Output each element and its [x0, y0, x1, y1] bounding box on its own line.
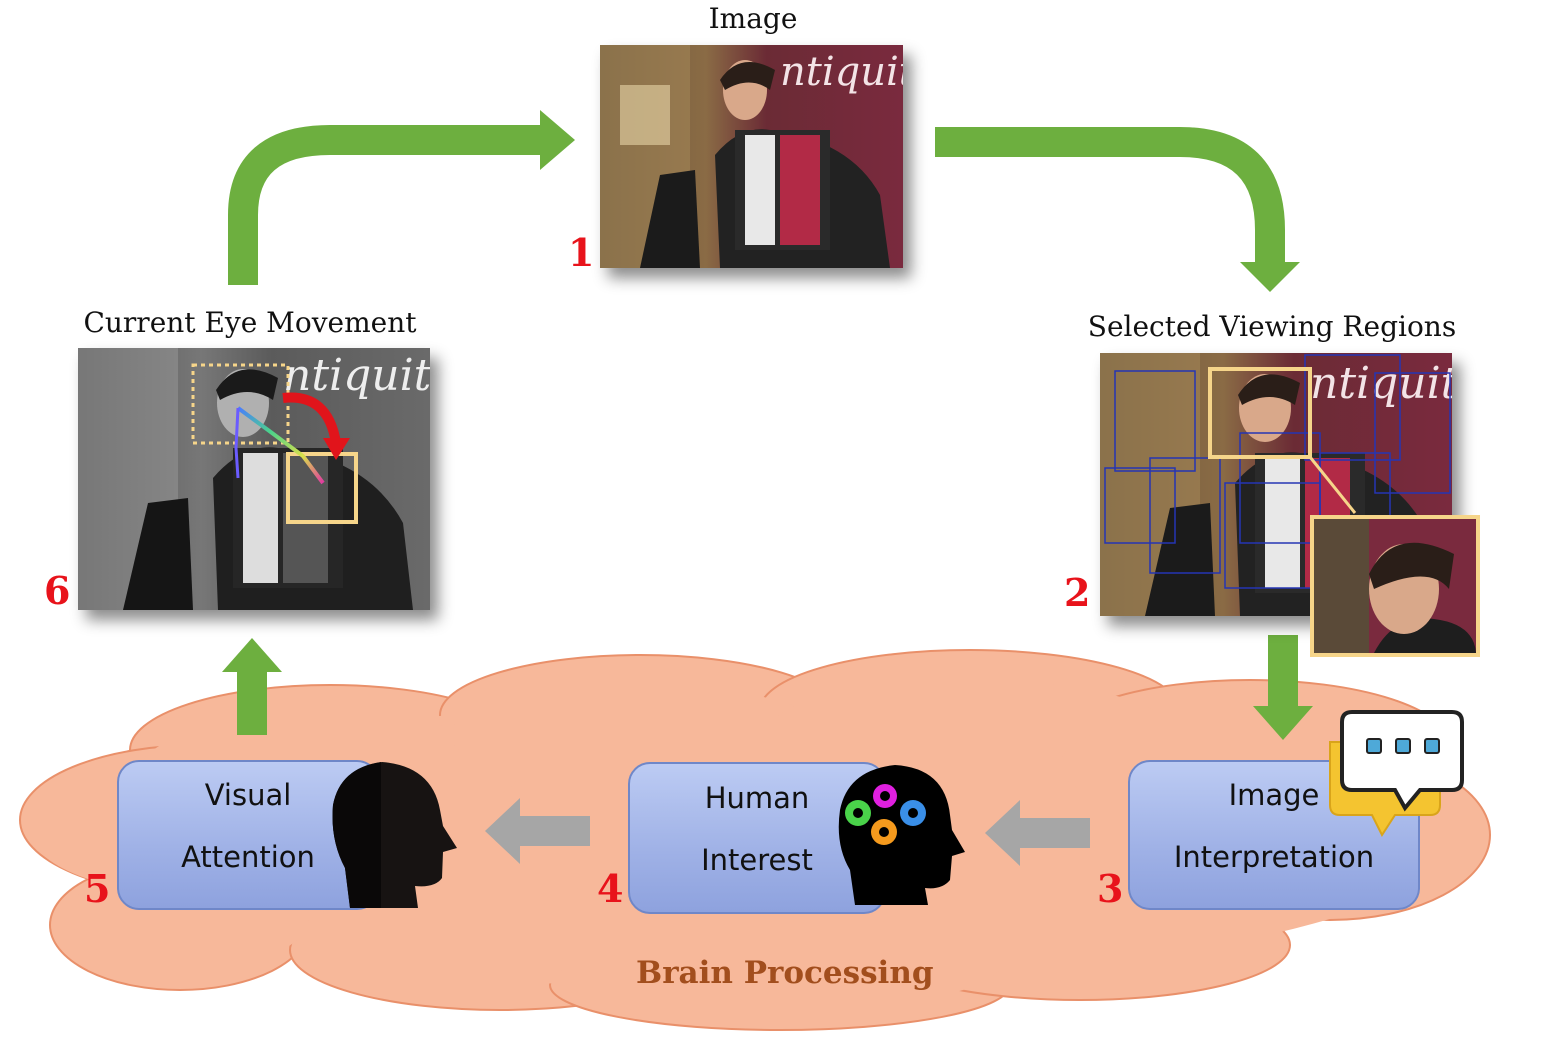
step-number-4: 4 [597, 866, 624, 911]
region-boxes [1104, 354, 1451, 589]
flow-arrow-6-to-1-head [540, 110, 575, 170]
flow-arrow-1-to-2-head [1240, 262, 1300, 292]
previous-fixation-box [191, 363, 290, 445]
current-fixation-box [286, 452, 358, 524]
step-number-6: 6 [44, 568, 71, 613]
gear-magenta-icon [873, 784, 897, 808]
step-number-5: 5 [84, 866, 111, 911]
label-interpretation-line2: Interpretation [1173, 840, 1375, 874]
title-image: Image [708, 2, 798, 35]
title-eye-movement: Current Eye Movement [83, 306, 417, 339]
photo-original: ntiquite [600, 45, 903, 268]
flow-arrow-2-to-3 [1268, 635, 1298, 710]
step-number-2: 2 [1064, 570, 1091, 615]
brain-processing-label: Brain Processing [636, 955, 934, 991]
label-interest-line2: Interest [701, 843, 813, 877]
label-interpretation-line1: Image [1228, 778, 1320, 812]
process-arrow-3-to-4-head [985, 800, 1020, 866]
flow-arrow-6-to-1 [228, 125, 545, 285]
process-arrow-4-to-5-head [485, 798, 520, 864]
selected-region-highlight [1208, 367, 1312, 459]
photo-sign-text: ntiquite [1310, 358, 1452, 409]
photo-sign-text: ntiquite [780, 49, 903, 95]
photo-eye-movement: ntiquite [78, 348, 430, 610]
flow-arrow-1-to-2 [935, 127, 1285, 265]
label-attention-line2: Attention [181, 840, 315, 874]
gaze-path [236, 406, 325, 485]
title-selected-regions: Selected Viewing Regions [1087, 310, 1457, 343]
step-number-1: 1 [568, 230, 595, 275]
flow-arrow-5-to-6-head [222, 638, 282, 672]
zoomed-face-crop [1310, 515, 1480, 657]
step-number-3: 3 [1097, 866, 1124, 911]
label-attention-line1: Visual [204, 778, 292, 812]
label-interest-line1: Human [704, 781, 810, 815]
flow-arrow-5-to-6 [237, 670, 267, 735]
gear-blue-icon [900, 800, 926, 826]
process-arrow-3-to-4 [1015, 818, 1090, 848]
gear-orange-icon [871, 819, 897, 845]
flow-arrow-2-to-3-head [1253, 706, 1313, 740]
gear-green-icon [845, 800, 871, 826]
gaze-shift-arrow [282, 392, 341, 444]
photo-sign-text: ntiquite [283, 350, 430, 401]
process-arrow-4-to-5 [515, 816, 590, 846]
